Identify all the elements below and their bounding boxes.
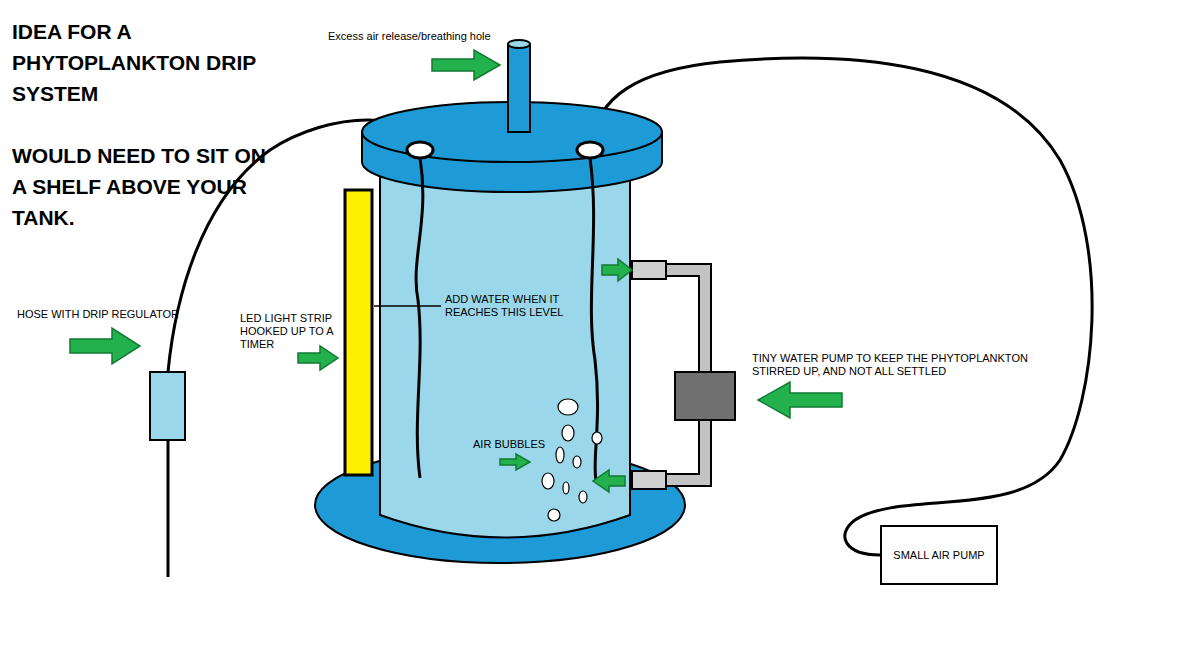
callout-label: Excess air release/breathing hole	[328, 30, 491, 43]
callout-label: TINY WATER PUMP TO KEEP THE PHYTOPLANKTO…	[752, 352, 1052, 378]
device-box: SMALL AIR PUMP	[880, 525, 998, 585]
pipe-fitting	[632, 471, 666, 489]
lid-hole	[577, 142, 603, 158]
title: IDEA FOR A PHYTOPLANKTON DRIP SYSTEM	[12, 16, 274, 109]
callout-label: LED LIGHT STRIP HOOKED UP TO A TIMER	[240, 312, 340, 351]
breathing-pipe	[508, 44, 530, 132]
air-bubbles	[542, 399, 602, 521]
lid-hole	[407, 142, 433, 158]
pointer-arrows	[70, 50, 842, 492]
pipe-fitting	[632, 261, 666, 279]
water-level-line	[374, 305, 441, 307]
water-pump	[675, 372, 735, 420]
callout-label: ADD WATER WHEN IT REACHES THIS LEVEL	[445, 293, 570, 319]
box-label: SMALL AIR PUMP	[893, 549, 984, 562]
callout-label: HOSE WITH DRIP REGULATOR	[17, 308, 179, 321]
led-strip	[345, 190, 372, 475]
subtitle: WOULD NEED TO SIT ON A SHELF ABOVE YOUR …	[12, 140, 274, 233]
air-tube	[590, 58, 1092, 555]
breathing-hole	[508, 40, 530, 48]
drip-hose-outlet	[167, 440, 170, 577]
callout-label: AIR BUBBLES	[473, 438, 545, 451]
drip-regulator	[150, 372, 185, 440]
inner-drip-tube	[416, 158, 423, 478]
